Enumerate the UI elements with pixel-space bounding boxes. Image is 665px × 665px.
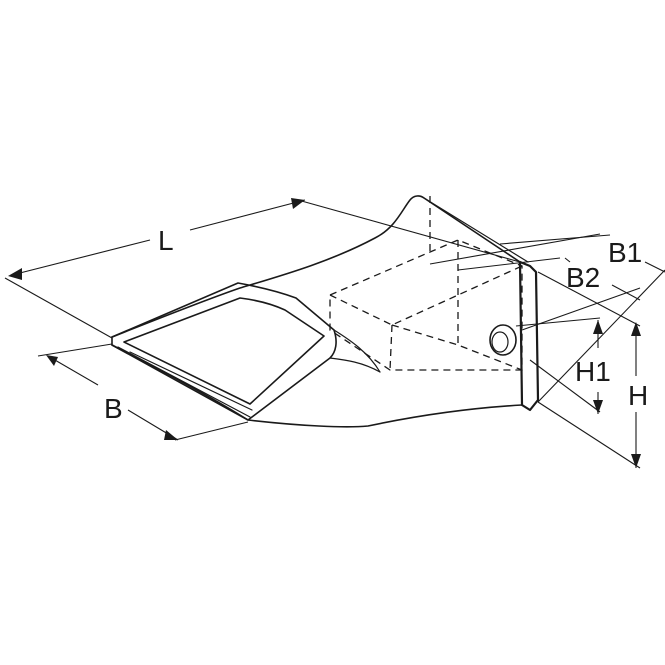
tip-bevel: [129, 351, 253, 411]
dim-b1-ext-top: [429, 233, 601, 265]
dim-b-arrow-right: [164, 430, 178, 440]
dim-b2-line: [564, 257, 571, 263]
pin-hole-outer: [489, 324, 517, 356]
pin-hole: [489, 324, 517, 356]
dim-l-line-b: [189, 199, 306, 231]
dimension-h1: H1: [515, 317, 611, 414]
dim-b-line-a: [47, 355, 99, 386]
dim-l-ext-right: [297, 199, 521, 263]
dim-b-ext-left: [37, 343, 113, 357]
plate-face: [518, 260, 540, 412]
tooth-top-edge: [111, 195, 521, 338]
dim-l-label: L: [158, 225, 174, 256]
tip-inner: [123, 297, 325, 405]
plate-rear-edge: [423, 197, 529, 263]
dim-b1-line-right: [644, 261, 665, 273]
hidden-pocket: [329, 196, 523, 371]
dim-b2-ext-bottom: [521, 287, 641, 331]
dim-h-arrow-top: [631, 322, 641, 336]
dimension-b1: B1: [429, 233, 665, 403]
dim-h1-label: H1: [575, 356, 611, 387]
dim-h-ext-bottom: [537, 401, 641, 469]
dim-b1-label: B1: [608, 237, 642, 268]
dim-l-ext-left: [4, 277, 113, 339]
dimension-l: L: [4, 198, 521, 339]
dim-b-arrow-left: [46, 355, 58, 366]
dim-h-arrow-bottom: [631, 454, 641, 468]
pocket-bottom-inner: [391, 324, 523, 371]
dim-h-ext-top: [537, 271, 641, 327]
tip-cutting-edge: [117, 346, 251, 418]
dim-h1-ext-top: [515, 317, 601, 327]
dimension-b2: B2: [457, 257, 641, 331]
tooth-tip: [111, 282, 337, 421]
plate-edge: [519, 261, 523, 406]
dim-b2-line-right: [611, 284, 641, 301]
pocket-top-back: [329, 265, 523, 326]
dim-b1-ext-bottom: [537, 269, 665, 403]
dim-b2-ext-top: [457, 257, 561, 271]
pin-hole-inner: [491, 331, 509, 353]
dim-h1-ext-bottom: [529, 359, 601, 413]
tooth-bottom-edge: [111, 344, 523, 428]
dimension-h: H: [537, 271, 648, 469]
transition-upper: [333, 329, 381, 373]
dim-h1-arrow-bottom: [593, 400, 603, 414]
dim-b-ext-right: [174, 421, 249, 441]
dim-h-label: H: [628, 380, 648, 411]
dimension-b: B: [37, 343, 249, 441]
dim-b-label: B: [104, 393, 123, 424]
dim-b2-label: B2: [566, 262, 600, 293]
transition-lines: [329, 329, 381, 373]
pocket-vertical: [389, 324, 393, 371]
dim-l-arrow-right: [291, 198, 305, 209]
dim-h1-arrow-top: [593, 320, 603, 334]
dim-l-arrow-left: [8, 268, 22, 280]
tooth-body: [111, 195, 523, 428]
dim-l-line-a: [11, 239, 151, 276]
mounting-plate: [423, 197, 540, 412]
transition-lower: [329, 357, 381, 373]
dim-b1-line: [499, 234, 611, 245]
